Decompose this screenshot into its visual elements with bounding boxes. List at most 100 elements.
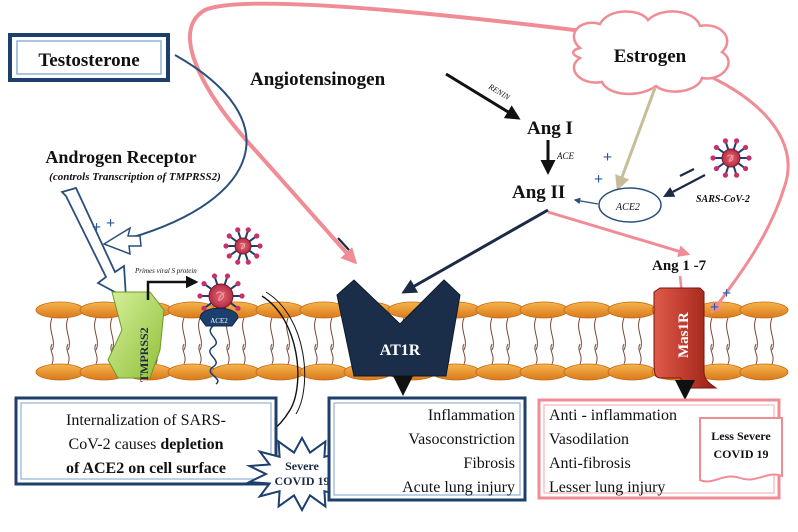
lipid-tail	[66, 317, 70, 351]
testosterone-arrowhead	[102, 226, 142, 256]
lipid-tail	[506, 317, 510, 351]
internalization-arrow-outline	[265, 291, 306, 415]
ace2-receptor: ACE2	[199, 307, 239, 385]
estrogen-activates-mas1r-arrow	[689, 66, 790, 314]
plus-sign-receptor-1: +	[92, 219, 101, 236]
lipid-tail	[622, 343, 626, 365]
lipid-tail	[66, 343, 70, 365]
lipid-tail	[550, 343, 554, 365]
lipid-tail	[50, 317, 54, 351]
lipid-tail	[94, 317, 98, 351]
at1r-effect-1: Inflammation	[428, 407, 515, 424]
lipid-head	[563, 363, 613, 381]
at1r-effects-box: Inflammation Vasoconstriction Fibrosis A…	[327, 396, 527, 502]
lipid-tail	[270, 343, 274, 365]
lipid-tail	[506, 343, 510, 365]
lipid-tail	[534, 343, 538, 365]
sars-to-ace2-arrow	[663, 174, 706, 198]
ace-label: ACE	[556, 151, 575, 161]
plus-sign-receptor-2: +	[106, 215, 115, 232]
lipid-tail	[754, 343, 758, 365]
mas-effect-3: Anti-fibrosis	[549, 455, 631, 472]
ang2-to-at1r-arrow	[401, 208, 549, 294]
plus-sign-ace2-1: +	[603, 149, 612, 166]
androgen-receptor-title: Androgen Receptor	[45, 147, 196, 167]
lipid-tail	[578, 317, 582, 351]
at1r-effect-4: Acute lung injury	[402, 479, 515, 496]
estrogen-inhibits-at1r-arrow	[187, 1, 616, 265]
lipid-tail	[242, 317, 246, 351]
lipid-tail	[622, 317, 626, 351]
lipid-head	[475, 363, 525, 381]
lipid-tail	[94, 343, 98, 365]
plus-sign-ace2-2: +	[594, 171, 603, 188]
testosterone-to-receptor-arrow	[129, 54, 248, 239]
minus-sign-sars	[679, 168, 695, 177]
lipid-tail	[110, 317, 114, 351]
lipid-head	[739, 363, 789, 381]
lipid-tail	[770, 317, 774, 351]
ace2-enzyme	[598, 187, 662, 223]
mas-effect-1: Anti - inflammation	[549, 407, 677, 424]
sars-cov-2-virus-icon	[223, 227, 263, 265]
tmprss2-label: TMPRSS2	[137, 327, 151, 382]
estrogen-to-ace2-arrow	[615, 87, 657, 191]
lipid-tail	[490, 317, 494, 351]
testosterone-box: Testosterone	[8, 33, 170, 82]
lipid-tail	[578, 343, 582, 365]
renin-arrow	[445, 72, 521, 120]
lipid-head	[519, 301, 569, 319]
lipid-tail	[242, 343, 246, 365]
ace2-label: ACE2	[615, 202, 640, 213]
minus-sign-at1r	[337, 237, 350, 251]
lipid-tail	[726, 343, 730, 365]
mas-effect-4: Lesser lung injury	[549, 479, 665, 496]
ace2-receptor-label: ACE2	[210, 317, 228, 325]
lipid-tail	[226, 343, 230, 365]
lipid-tail	[594, 317, 598, 351]
mas1r-label: Mas1R	[676, 312, 692, 358]
lipid-tail	[490, 343, 494, 365]
lipid-tail	[198, 317, 202, 351]
less-severe-covid-note: Less Severe COVID 19	[699, 417, 783, 483]
ang2-to-ang17-arrow	[547, 210, 691, 257]
lipid-tail	[270, 317, 274, 351]
ang17-label: Ang 1 -7	[652, 258, 707, 274]
at1r-effect-3: Fibrosis	[463, 455, 515, 472]
plus-sign-mas-1: +	[722, 285, 731, 302]
at1r-receptor: AT1R	[336, 279, 461, 377]
lipid-head	[607, 363, 657, 381]
lipid-head	[519, 363, 569, 381]
less-severe-label-1: Less Severe	[711, 429, 771, 443]
lipid-head	[167, 363, 217, 381]
lipid-tail	[462, 343, 466, 365]
lipid-tail	[550, 317, 554, 351]
mas-effect-2: Vasodilation	[549, 431, 629, 448]
lipid-head	[563, 301, 613, 319]
lipid-head	[607, 301, 657, 319]
lipid-tail	[770, 343, 774, 365]
lipid-tail	[726, 317, 730, 351]
lipid-tail	[330, 343, 334, 365]
lipid-tail	[198, 343, 202, 365]
primes-spike-label: Primes viral S protein	[134, 267, 197, 275]
ang1-label: Ang I	[527, 118, 573, 139]
at1r-effect-2: Vasoconstriction	[408, 431, 515, 448]
lipid-head	[739, 301, 789, 319]
mas1r-receptor: Mas1R	[653, 287, 718, 389]
lipid-tail	[638, 317, 642, 351]
lipid-head	[255, 363, 305, 381]
lipid-head	[35, 363, 85, 381]
internalization-line2: CoV-2 causes depletion	[69, 436, 224, 453]
lipid-tail	[462, 317, 466, 351]
angiotensinogen-label: Angiotensinogen	[250, 69, 386, 90]
estrogen-label: Estrogen	[614, 46, 687, 67]
lipid-tail	[182, 317, 186, 351]
lipid-tail	[638, 343, 642, 365]
lipid-head	[299, 363, 349, 381]
tmprss2-to-spike-arrow	[146, 275, 199, 300]
severe-label-1: Severe	[285, 459, 319, 473]
lipid-tail	[710, 343, 714, 365]
ace2-to-ang2-arrow	[573, 197, 599, 205]
ang2-label: Ang II	[512, 182, 565, 203]
